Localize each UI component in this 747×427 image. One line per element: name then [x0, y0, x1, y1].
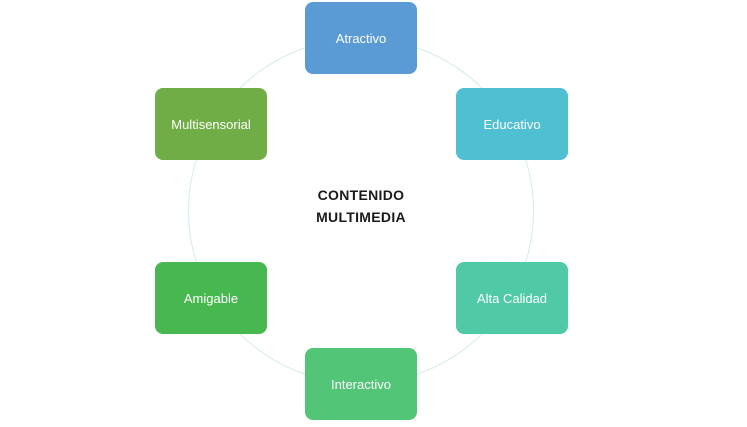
node-amigable-label: Amigable [183, 290, 239, 306]
node-atractivo: Atractivo [305, 2, 417, 74]
node-atractivo-label: Atractivo [335, 30, 387, 46]
node-alta-calidad: Alta Calidad [456, 262, 568, 334]
node-interactivo-label: Interactivo [331, 376, 391, 392]
node-amigable: Amigable [155, 262, 267, 334]
center-title-line2: MULTIMEDIA [316, 209, 406, 225]
node-alta-calidad-label: Alta Calidad [476, 290, 548, 306]
node-multisensorial-label: Multisensorial [171, 116, 251, 132]
node-educativo: Educativo [456, 88, 568, 160]
node-multisensorial: Multisensorial [155, 88, 267, 160]
node-interactivo: Interactivo [305, 348, 417, 420]
center-title: CONTENIDO MULTIMEDIA [286, 184, 436, 228]
node-educativo-label: Educativo [483, 116, 541, 132]
center-title-line1: CONTENIDO [317, 187, 405, 203]
